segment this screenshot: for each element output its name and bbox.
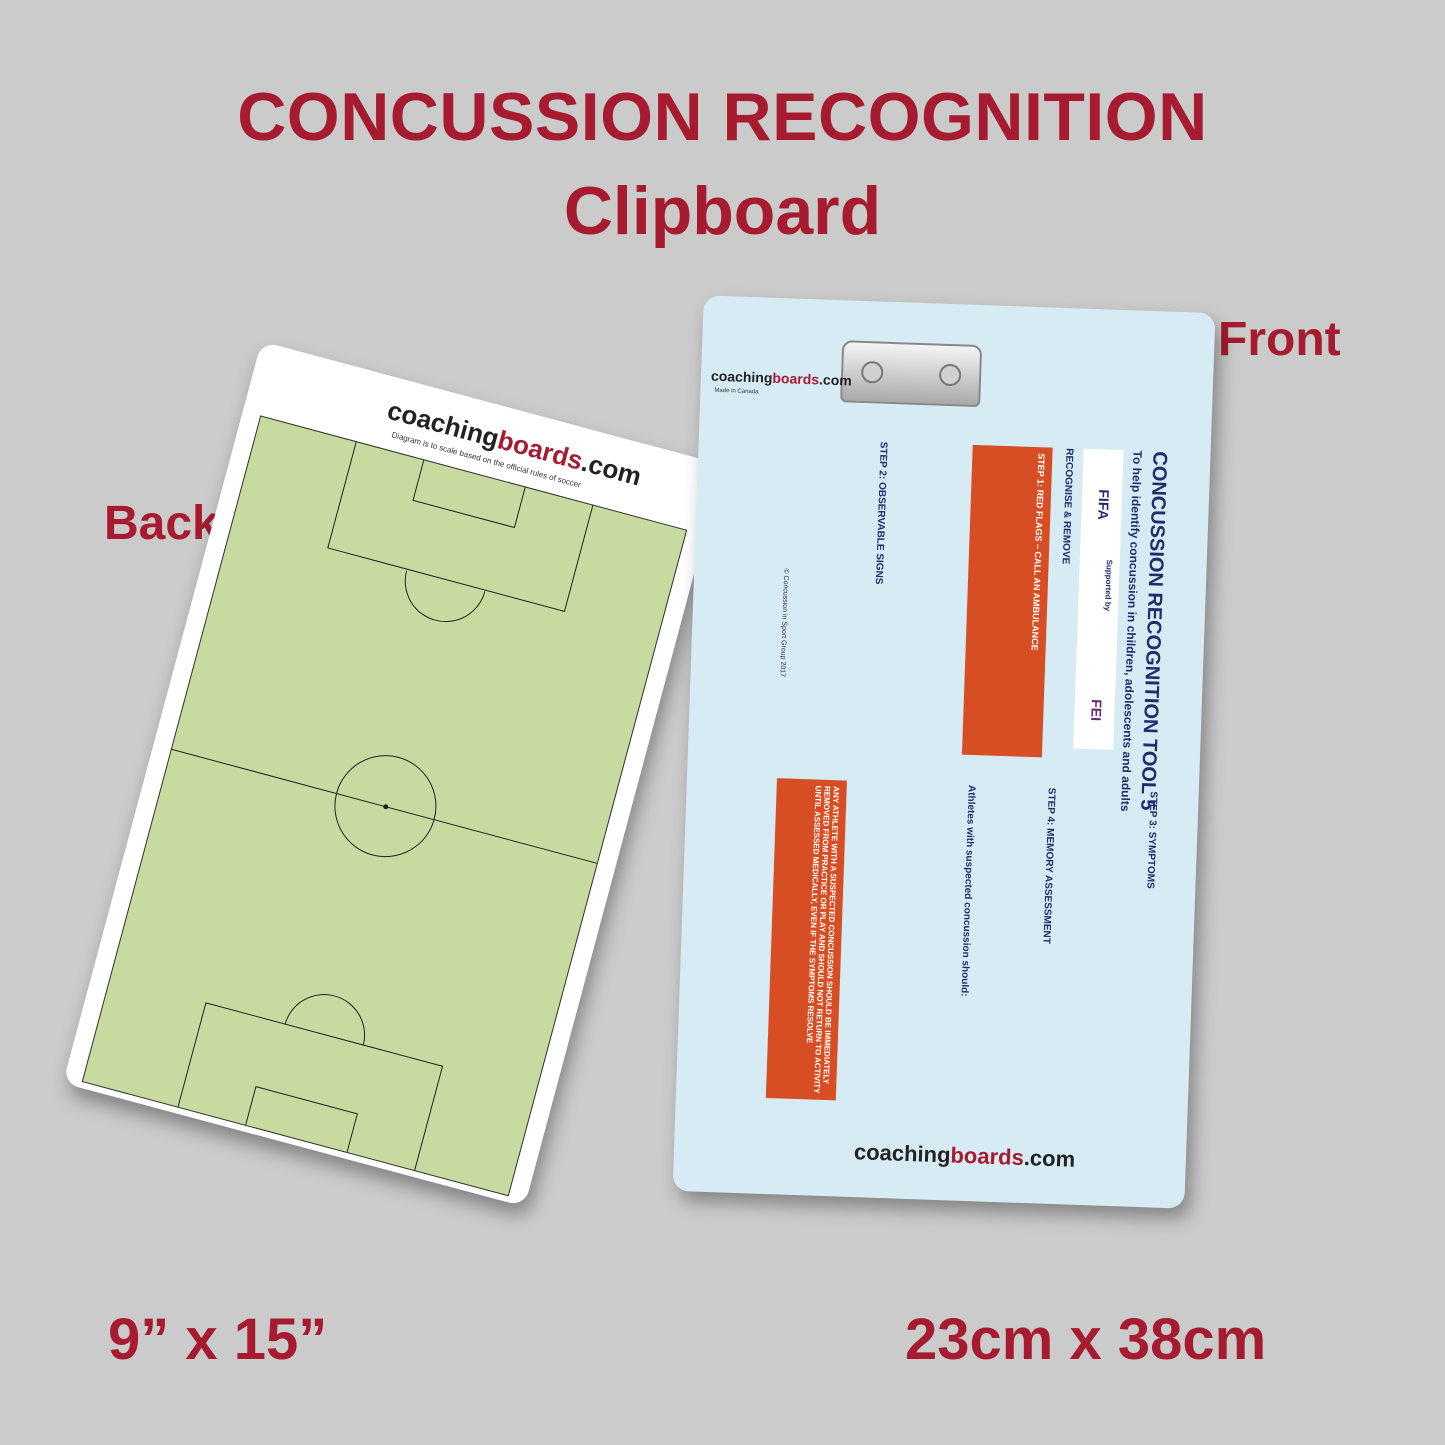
supported-by-label: Supported by bbox=[1103, 559, 1114, 612]
step4-heading: STEP 4: MEMORY ASSESSMENT bbox=[1040, 787, 1057, 945]
supporter-logo-strip: FIFA Supported by FEI bbox=[1073, 448, 1124, 750]
dimensions-metric: 23cm x 38cm bbox=[905, 1307, 1267, 1372]
athletes-heading: Athletes with suspected concussion shoul… bbox=[958, 784, 977, 997]
warning-box: ANY ATHLETE WITH A SUSPECTED CONCUSSION … bbox=[765, 778, 847, 1101]
back-label: Back bbox=[104, 497, 219, 550]
made-in-canada: Made in Canada bbox=[714, 387, 759, 396]
page-subtitle: Clipboard bbox=[563, 173, 882, 249]
clip-rivet-left bbox=[860, 360, 884, 384]
front-brand-logo-bottom: coachingboards.com bbox=[853, 1139, 1076, 1172]
front-clipboard: coachingboards.com Made in Canada CONCUS… bbox=[672, 295, 1216, 1209]
front-label: Front bbox=[1218, 313, 1341, 366]
front-brand-logo-top: coachingboards.com bbox=[710, 367, 853, 389]
step2-heading: STEP 2: OBSERVABLE SIGNS bbox=[872, 441, 889, 585]
crt5-panel: CONCUSSION RECOGNITION TOOL 5 To help id… bbox=[605, 442, 1319, 1101]
fei-logo: FEI bbox=[1088, 699, 1105, 722]
step3-heading: STEP 3: SYMPTOMS bbox=[1144, 791, 1159, 889]
metal-clip bbox=[840, 340, 983, 408]
fifa-logo: FIFA bbox=[1095, 489, 1113, 521]
copyright-left: © Concussion in Sport Group 2017 bbox=[778, 568, 790, 678]
page-title: CONCUSSION RECOGNITION bbox=[237, 79, 1208, 155]
step1-red-flags: STEP 1: RED FLAGS – CALL AN AMBULANCE bbox=[961, 444, 1053, 758]
clip-rivet-right bbox=[938, 363, 962, 387]
dimensions-imperial: 9” x 15” bbox=[108, 1307, 328, 1372]
recognise-heading: RECOGNISE & REMOVE bbox=[1059, 447, 1075, 565]
